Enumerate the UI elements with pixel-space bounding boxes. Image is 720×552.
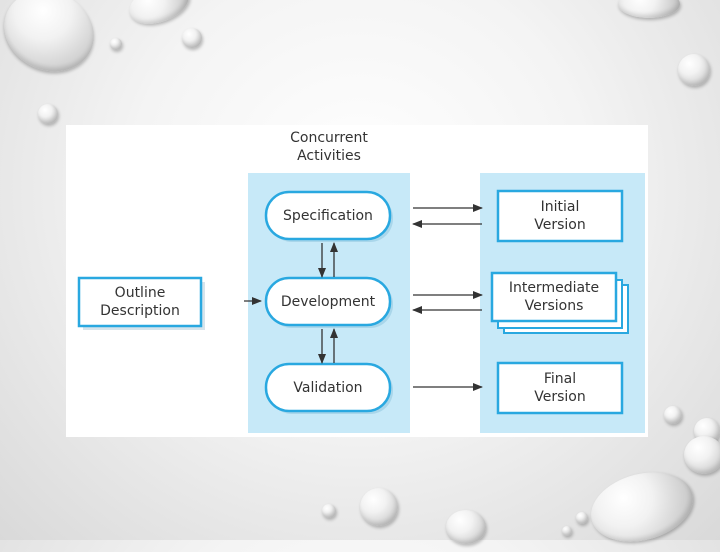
- initial-version-label: Initial Version: [498, 198, 622, 234]
- final-line-2: Version: [534, 389, 586, 405]
- water-drop-decoration: [583, 461, 701, 552]
- water-drop-decoration: [360, 488, 398, 526]
- intermediate-versions-label: Intermediate Versions: [492, 279, 616, 315]
- outline-description-label: Outline Description: [79, 284, 201, 320]
- final-version-label: Final Version: [498, 370, 622, 406]
- diagram-canvas: [77, 173, 645, 433]
- outline-description-box: [77, 276, 203, 328]
- outline-line-1: Outline: [114, 285, 166, 301]
- water-drop-decoration: [678, 54, 710, 86]
- outline-line-2: Description: [100, 303, 180, 319]
- concurrent-activities-diagram: Concurrent Activities Outline Descriptio…: [66, 125, 648, 437]
- validation-label: Validation: [293, 380, 363, 396]
- water-drop-decoration: [182, 28, 202, 48]
- concurrent-activities-title: Concurrent Activities: [279, 129, 379, 165]
- water-drop-decoration: [110, 38, 122, 50]
- title-line-2: Activities: [297, 148, 361, 164]
- water-drop-decoration: [38, 104, 58, 124]
- specification-label: Specification: [283, 208, 373, 224]
- intermediate-versions-box: [490, 271, 618, 323]
- specification-pill: [264, 190, 392, 241]
- final-version-box: [496, 361, 624, 415]
- initial-line-2: Version: [534, 217, 586, 233]
- water-drop-decoration: [684, 436, 720, 474]
- water-drop-decoration: [562, 526, 572, 536]
- development-label: Development: [280, 294, 376, 310]
- validation-pill: [264, 362, 392, 413]
- water-drop-decoration: [0, 0, 108, 86]
- title-line-1: Concurrent: [290, 130, 368, 146]
- water-drop-decoration: [576, 512, 588, 524]
- water-drop-decoration: [446, 510, 486, 544]
- water-drop-decoration: [123, 0, 195, 32]
- initial-line-1: Initial: [540, 199, 580, 215]
- final-line-1: Final: [543, 371, 577, 387]
- intermediate-line-2: Versions: [524, 298, 584, 314]
- water-drop-decoration: [664, 406, 682, 424]
- water-drop-decoration: [322, 504, 336, 518]
- water-drop-decoration: [618, 0, 680, 18]
- initial-version-box: [496, 189, 624, 243]
- intermediate-line-1: Intermediate: [508, 280, 600, 296]
- development-pill: [264, 276, 392, 327]
